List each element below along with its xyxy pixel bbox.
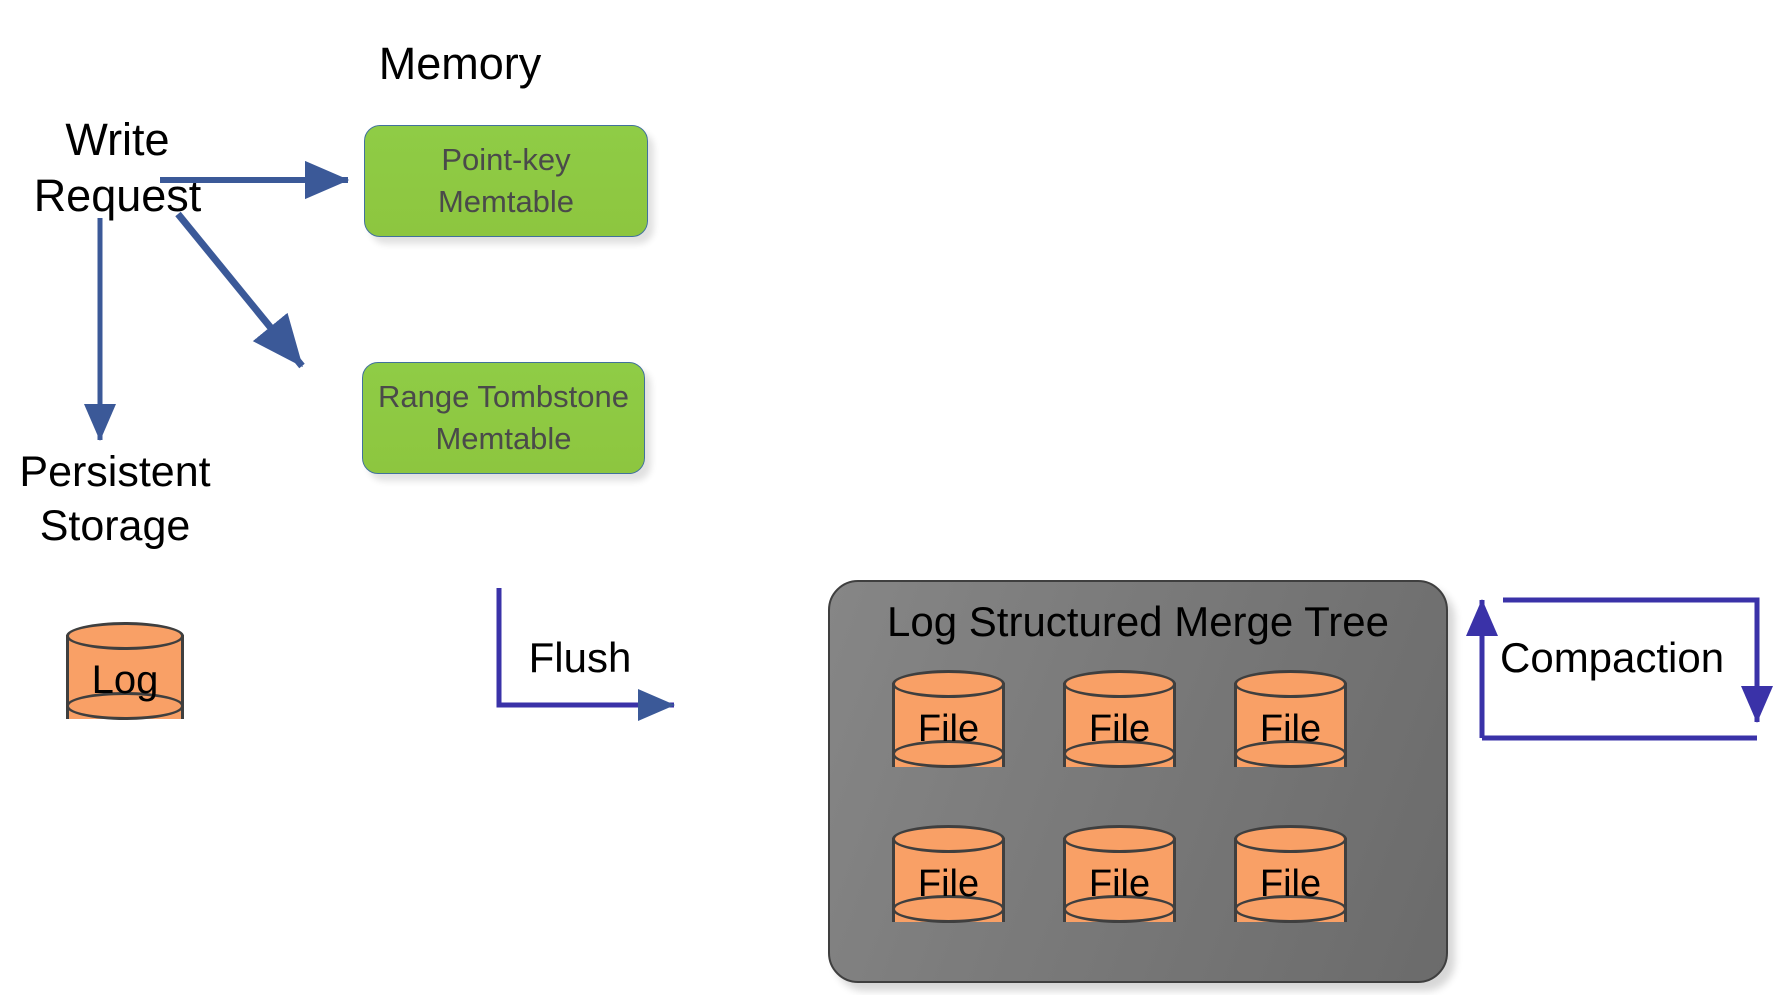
cylinder-bottom-icon: [892, 740, 1005, 768]
file-cylinder[interactable]: File: [892, 825, 1005, 935]
file-cylinder-label: File: [917, 862, 980, 905]
point-key-memtable-label: Point-key Memtable: [437, 142, 575, 219]
range-tombstone-memtable-label: Range Tombstone Memtable: [377, 379, 630, 456]
file-cylinder-label: File: [1088, 707, 1151, 750]
range-tombstone-memtable-box[interactable]: Range Tombstone Memtable: [362, 362, 645, 474]
arrow-write-to-range-tombstone-memtable: [175, 211, 305, 369]
file-cylinder[interactable]: File: [1234, 825, 1347, 935]
file-cylinder[interactable]: File: [892, 670, 1005, 780]
cylinder-top-icon: [1063, 825, 1176, 853]
write-request-label: Write Request: [33, 114, 202, 222]
log-cylinder[interactable]: Log: [66, 622, 184, 730]
cylinder-top-icon: [1234, 825, 1347, 853]
cylinder-top-icon: [1063, 670, 1176, 698]
cylinder-top-icon: [892, 670, 1005, 698]
cylinder-bottom-icon: [892, 895, 1005, 923]
cylinder-top-icon: [892, 825, 1005, 853]
compaction-label: Compaction: [1500, 634, 1725, 681]
file-cylinder-label: File: [1088, 862, 1151, 905]
cylinder-bottom-icon: [1063, 740, 1176, 768]
file-cylinder-label: File: [917, 707, 980, 750]
cylinder-bottom-icon: [66, 692, 184, 720]
log-cylinder-label: Log: [91, 657, 159, 702]
file-cylinder[interactable]: File: [1063, 670, 1176, 780]
cylinder-top-icon: [66, 622, 184, 650]
memory-label: Memory: [378, 38, 542, 89]
lsm-tree-title: Log Structured Merge Tree: [887, 598, 1389, 645]
file-cylinder-label: File: [1259, 862, 1322, 905]
point-key-memtable-box[interactable]: Point-key Memtable: [364, 125, 648, 237]
cylinder-bottom-icon: [1063, 895, 1176, 923]
cylinder-bottom-icon: [1234, 895, 1347, 923]
lsm-file-grid: File File File File: [892, 670, 1392, 970]
file-cylinder[interactable]: File: [1234, 670, 1347, 780]
file-cylinder-label: File: [1259, 707, 1322, 750]
persistent-storage-label: Persistent Storage: [19, 448, 211, 550]
cylinder-top-icon: [1234, 670, 1347, 698]
cylinder-bottom-icon: [1234, 740, 1347, 768]
file-cylinder[interactable]: File: [1063, 825, 1176, 935]
lsm-tree-container[interactable]: Log Structured Merge Tree File File File: [828, 580, 1448, 983]
flush-label: Flush: [528, 634, 632, 681]
